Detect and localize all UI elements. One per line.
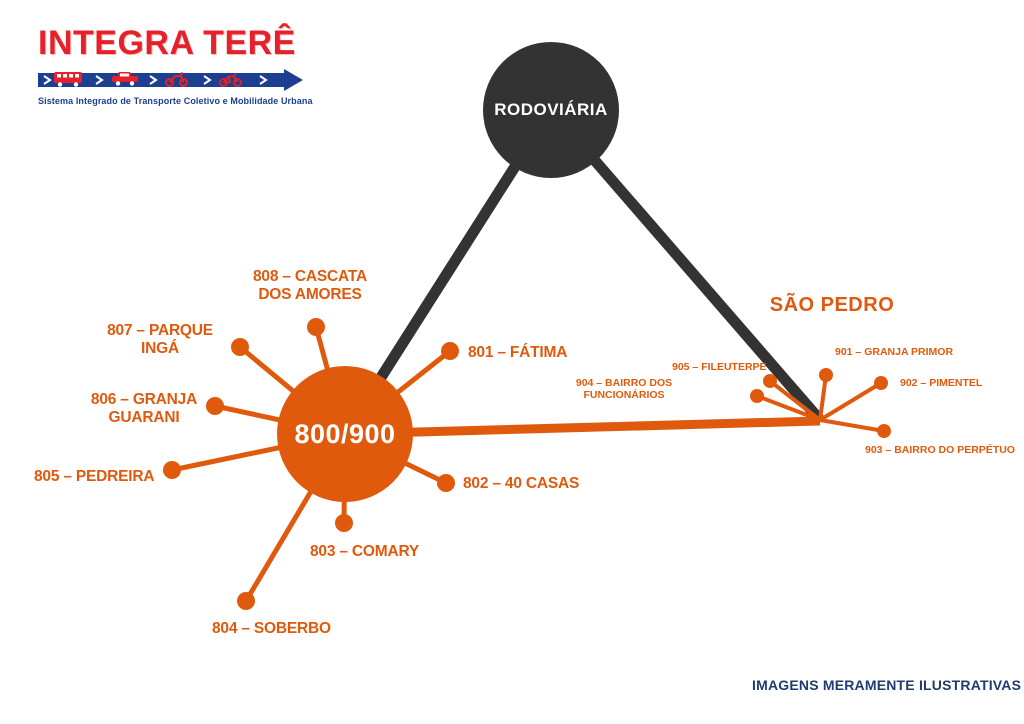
logo-chevrons <box>43 75 268 85</box>
node-sao-pedro-label: SÃO PEDRO <box>769 294 895 316</box>
station-label-806: 806 – GRANJA GUARANI <box>90 391 198 427</box>
spoke-904 <box>756 394 821 422</box>
station-label-801: 801 – FÁTIMA <box>468 344 568 361</box>
line-rodoviaria-saopedro <box>546 106 825 424</box>
dot-806 <box>206 397 224 415</box>
spoke-905 <box>768 379 822 422</box>
dot-903 <box>877 424 891 438</box>
station-label-804: 804 – SOBERBO <box>212 620 331 637</box>
spoke-903 <box>819 418 885 433</box>
dot-904 <box>750 389 764 403</box>
station-label-905: 905 – FILEUTERPE <box>672 361 767 373</box>
spoke-902 <box>818 381 883 422</box>
car-icon <box>112 72 138 86</box>
node-rodoviaria: RODOVIÁRIA <box>483 42 619 178</box>
station-label-805: 805 – PEDREIRA <box>34 468 155 485</box>
line-hub-saopedro <box>344 416 821 439</box>
dot-901 <box>819 368 833 382</box>
saopedro-station-dots <box>750 368 891 438</box>
footer-disclaimer: IMAGENS MERAMENTE ILUSTRATIVAS <box>752 677 1022 693</box>
station-label-903: 903 – BAIRRO DO PERPÉTUO <box>865 444 1015 456</box>
hub-station-dots <box>163 318 459 610</box>
dot-803 <box>335 514 353 532</box>
logo: INTEGRA TERÊ <box>38 24 313 106</box>
logo-title: INTEGRA TERÊ <box>38 24 296 62</box>
dot-902 <box>874 376 888 390</box>
saopedro-spokes <box>756 374 885 433</box>
station-label-803: 803 – COMARY <box>310 543 420 560</box>
node-800-900-label: 800/900 <box>294 418 396 449</box>
logo-vehicles-band <box>38 69 303 91</box>
logo-subtitle: Sistema Integrado de Transporte Coletivo… <box>38 96 313 106</box>
station-label-904: 904 – BAIRRO DOS FUNCIONÁRIOS <box>575 377 673 402</box>
dot-905 <box>763 374 777 388</box>
station-label-901: 901 – GRANJA PRIMOR <box>835 346 954 358</box>
node-800-900: 800/900 <box>277 366 413 502</box>
dot-808 <box>307 318 325 336</box>
station-label-808: 808 – CASCATA DOS AMORES <box>253 268 367 304</box>
dot-805 <box>163 461 181 479</box>
spoke-901 <box>818 374 828 421</box>
motorcycle-icon <box>165 71 188 87</box>
bus-icon <box>54 72 82 87</box>
dot-804 <box>237 592 255 610</box>
bicycle-icon <box>219 73 242 87</box>
dot-801 <box>441 342 459 360</box>
node-rodoviaria-label: RODOVIÁRIA <box>494 100 608 119</box>
station-label-802: 802 – 40 CASAS <box>463 475 580 492</box>
station-label-807: 807 – PARQUE INGÁ <box>107 322 213 358</box>
station-label-902: 902 – PIMENTEL <box>900 377 983 389</box>
dot-802 <box>437 474 455 492</box>
dot-807 <box>231 338 249 356</box>
